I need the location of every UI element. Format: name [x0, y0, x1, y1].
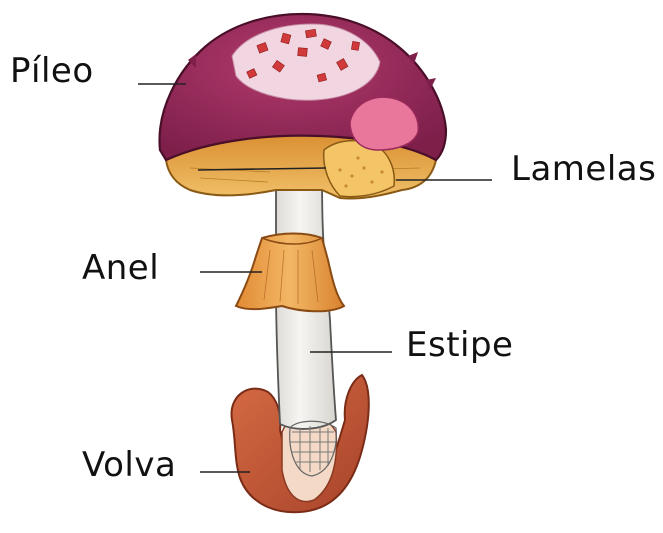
label-volva: Volva	[82, 448, 176, 482]
label-pileo: Píleo	[10, 54, 94, 88]
label-lamelas: Lamelas	[511, 152, 656, 186]
label-anel: Anel	[82, 251, 159, 285]
label-estipe: Estipe	[406, 328, 513, 362]
